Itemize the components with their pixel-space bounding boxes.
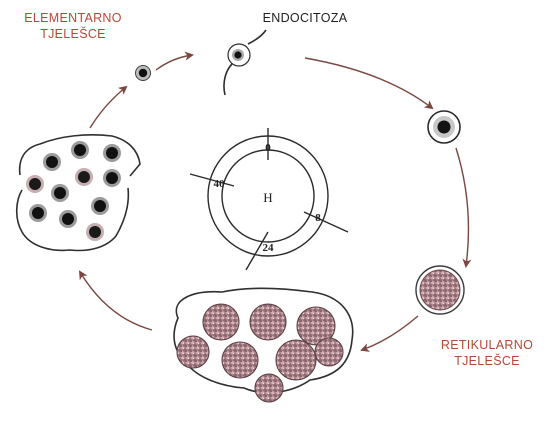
inclusion-reticulate-bodies (174, 288, 353, 402)
arrow-inclusion-to-release (80, 272, 152, 330)
vacuole-elementary-body (428, 111, 460, 143)
clock-center-label: H (263, 190, 272, 205)
label-reticulate-body-line1: RETIKULARNO (420, 337, 554, 353)
reticulate-body-single (416, 266, 464, 314)
endocytosis-membrane (224, 30, 266, 95)
tick-8-line (304, 212, 348, 232)
arrow-endocytosis-to-vacuole (305, 58, 432, 108)
clock-tick-40: 40 (214, 178, 226, 190)
label-elementary-body-line2: TJELEŠCE (8, 26, 138, 42)
label-endocytosis: ENDOCITOZA (250, 10, 360, 26)
label-reticulate-body-line2: TJELEŠCE (420, 353, 554, 369)
endocytosed-body (232, 49, 244, 61)
clock-tick-24: 24 (263, 242, 275, 254)
arrow-eb-to-endocytosis (156, 55, 192, 70)
label-elementary-body-line1: ELEMENTARNO (8, 10, 138, 26)
arrow-vacuole-to-rb (456, 148, 468, 266)
elementary-body-free (136, 66, 151, 81)
released-elementary-bodies (17, 135, 140, 251)
clock-tick-0: 0 (265, 142, 271, 154)
label-reticulate-body: RETIKULARNO TJELEŠCE (420, 337, 554, 369)
clock-tick-8: 8 (315, 212, 321, 224)
elementary-body-cluster (26, 141, 121, 241)
arrow-release-to-eb (90, 87, 126, 128)
label-elementary-body: ELEMENTARNO TJELEŠCE (8, 10, 138, 42)
arrow-rb-to-inclusion (362, 316, 418, 350)
